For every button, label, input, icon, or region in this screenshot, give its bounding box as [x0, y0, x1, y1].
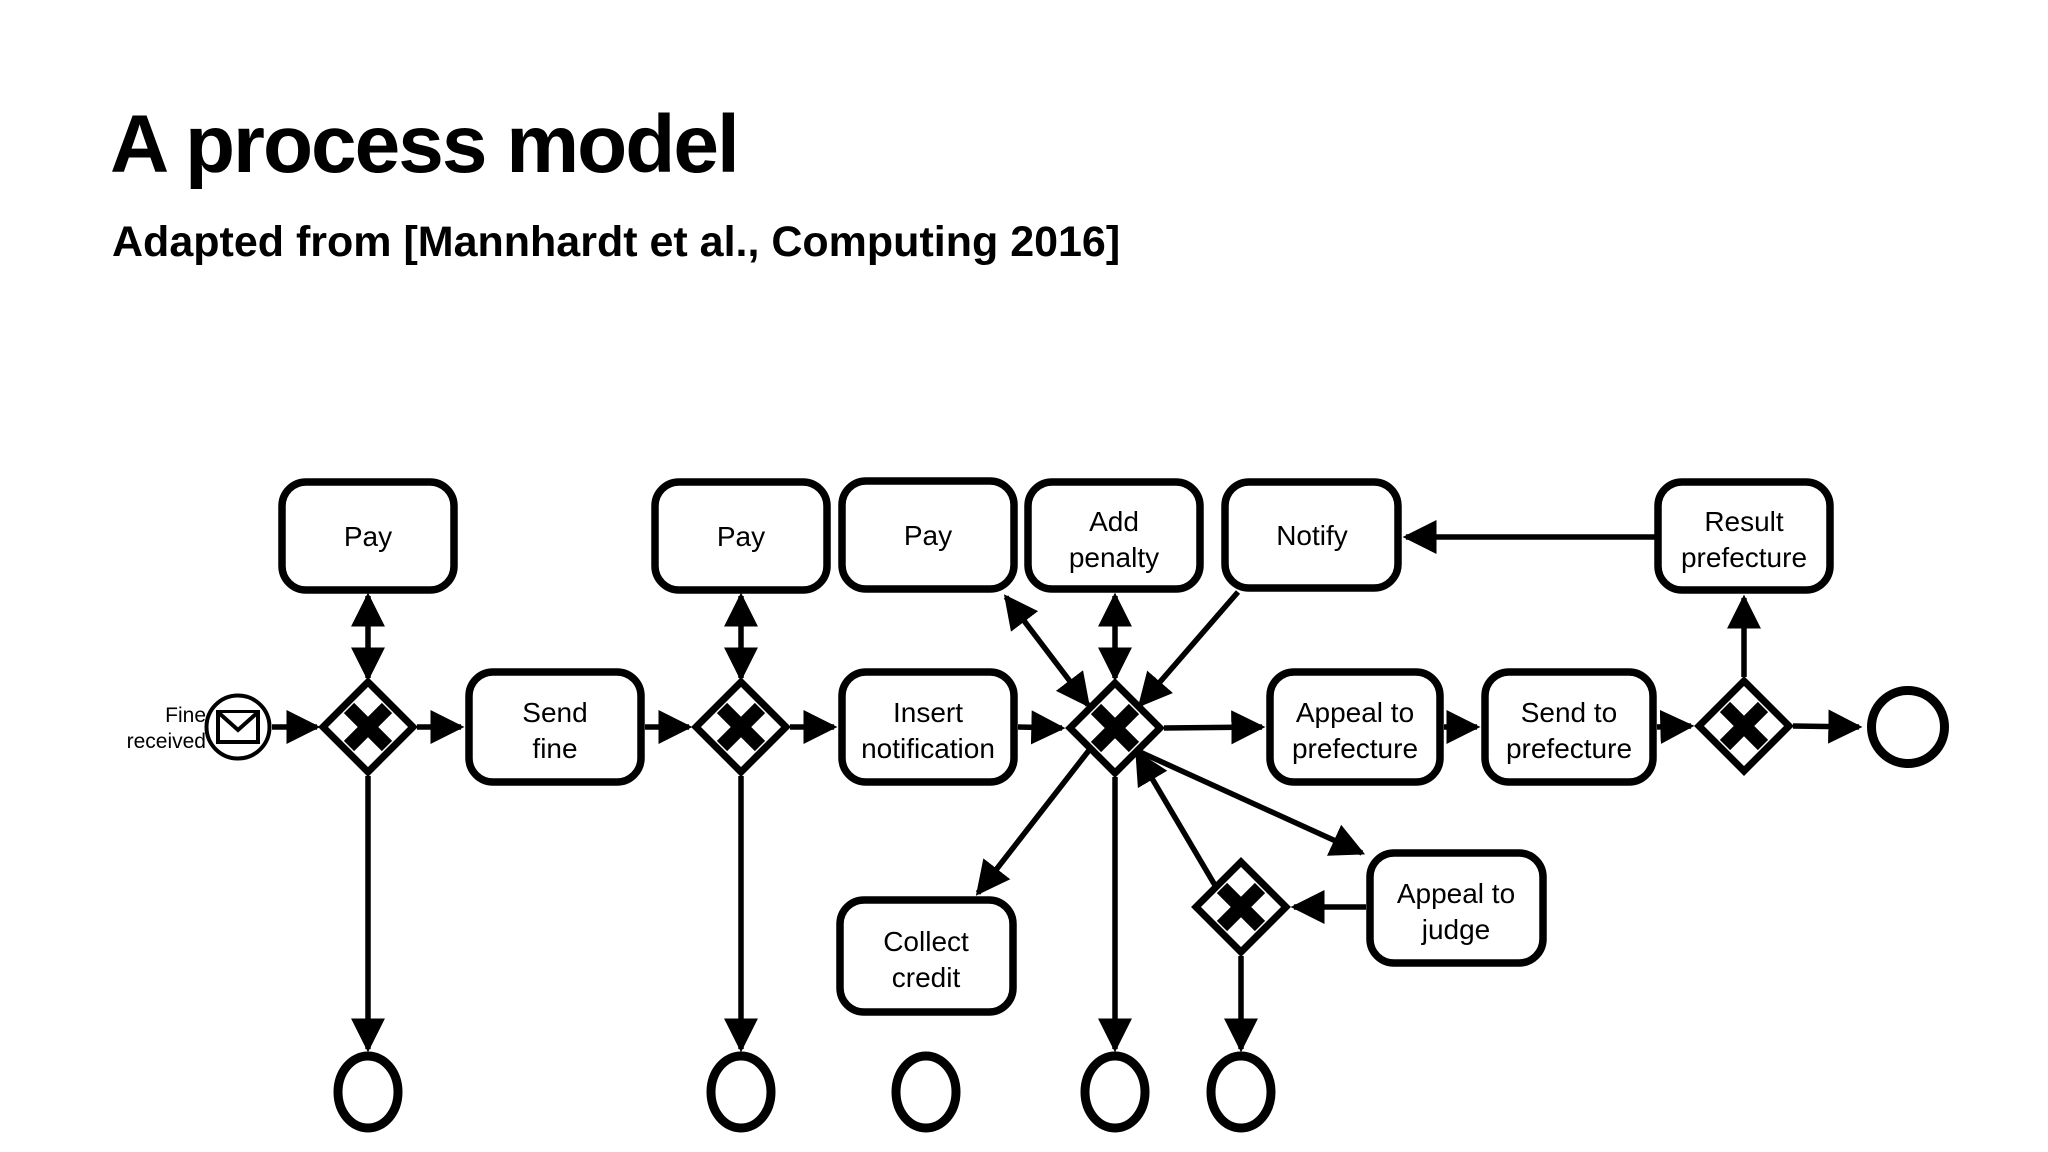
task-box	[838, 668, 1018, 786]
flow-gatewayr-end-main	[1792, 709, 1863, 744]
end-event-5	[1206, 1051, 1276, 1133]
xor-gateway-central	[1065, 678, 1165, 778]
task-label-line2: prefecture	[1506, 733, 1632, 764]
task-label-line1: Collect	[883, 926, 969, 957]
x-mark-icon	[343, 702, 393, 752]
start-event-label-line2: received	[127, 730, 206, 753]
envelope-flap	[217, 711, 259, 733]
task-notify: Notify	[1221, 478, 1402, 592]
task-label: Notify	[1276, 520, 1348, 551]
task-label: Pay	[904, 520, 952, 551]
x-mark-icon	[716, 702, 766, 752]
flow-gatewayc-appeal-prefecture	[1163, 710, 1266, 745]
task-add-penalty: Add penalty	[1024, 478, 1204, 593]
start-event-label-line1: Fine	[165, 704, 206, 727]
x-mark-icon	[1719, 701, 1769, 751]
task-label-line1: Add	[1089, 506, 1139, 537]
task-label: Pay	[344, 521, 392, 552]
task-label-line2: penalty	[1069, 542, 1159, 573]
xor-gateway-1	[318, 677, 418, 777]
page-title: A process model	[110, 99, 738, 190]
task-pay-3: Pay	[838, 477, 1018, 593]
task-label-line2: prefecture	[1681, 542, 1807, 573]
task-box	[465, 668, 645, 786]
task-box	[1481, 668, 1657, 786]
task-collect-credit: Collect credit	[836, 896, 1017, 1016]
start-event-fine-received: Fine received	[127, 693, 272, 761]
x-mark-icon	[1090, 703, 1140, 753]
flow-send-prefecture-gatewayr	[1656, 709, 1695, 744]
task-box	[278, 478, 458, 594]
task-box	[838, 477, 1018, 593]
end-event-2	[706, 1051, 776, 1133]
x-mark-icon	[1216, 882, 1266, 932]
task-box	[651, 478, 831, 594]
task-label: Pay	[717, 521, 765, 552]
task-label-line1: Appeal to	[1296, 697, 1414, 728]
task-label-line1: Result	[1704, 506, 1784, 537]
end-event-3	[891, 1051, 961, 1133]
sequence-flows	[272, 519, 1863, 1053]
page-subtitle: Adapted from [Mannhardt et al., Computin…	[112, 218, 1120, 266]
task-label-line2: judge	[1421, 914, 1491, 945]
xor-gateway-judge	[1191, 857, 1291, 957]
task-box	[1366, 849, 1547, 967]
task-box	[1221, 478, 1402, 592]
end-event-1	[333, 1051, 403, 1133]
task-pay-1: Pay	[278, 478, 458, 594]
flow-gatewayc-pay3	[1003, 594, 1091, 708]
task-label-line2: credit	[892, 962, 961, 993]
end-event-main	[1867, 686, 1949, 768]
flow-gatewayj-gatewayc	[1134, 750, 1219, 889]
xor-gateway-2	[691, 677, 791, 777]
task-send-to-prefecture: Send to prefecture	[1481, 668, 1657, 786]
task-pay-2: Pay	[651, 478, 831, 594]
flow-insert-notification-gatewayc	[1017, 710, 1066, 745]
task-label-line1: Send	[522, 697, 587, 728]
task-label-line1: Send to	[1521, 697, 1618, 728]
task-insert-notification: Insert notification	[838, 668, 1018, 786]
task-label-line2: fine	[532, 733, 577, 764]
task-appeal-to-judge: Appeal to judge	[1366, 849, 1547, 967]
end-event-4	[1080, 1051, 1150, 1133]
task-box	[1266, 668, 1444, 786]
flow-gatewayc-appeal-judge	[1138, 749, 1366, 856]
task-label-line1: Appeal to	[1397, 878, 1515, 909]
task-send-fine: Send fine	[465, 668, 645, 786]
task-box	[836, 896, 1017, 1016]
flow-gatewayc-collect-credit	[975, 747, 1093, 896]
xor-gateway-right	[1694, 676, 1794, 776]
task-box	[1654, 478, 1834, 594]
flow-notify-gatewayc	[1137, 590, 1241, 708]
task-label-line2: prefecture	[1292, 733, 1418, 764]
task-appeal-to-prefecture: Appeal to prefecture	[1266, 668, 1444, 786]
task-result-prefecture: Result prefecture	[1654, 478, 1834, 594]
task-box	[1024, 478, 1204, 593]
task-label-line2: notification	[861, 733, 995, 764]
task-label-line1: Insert	[893, 697, 963, 728]
envelope-icon	[216, 710, 260, 744]
